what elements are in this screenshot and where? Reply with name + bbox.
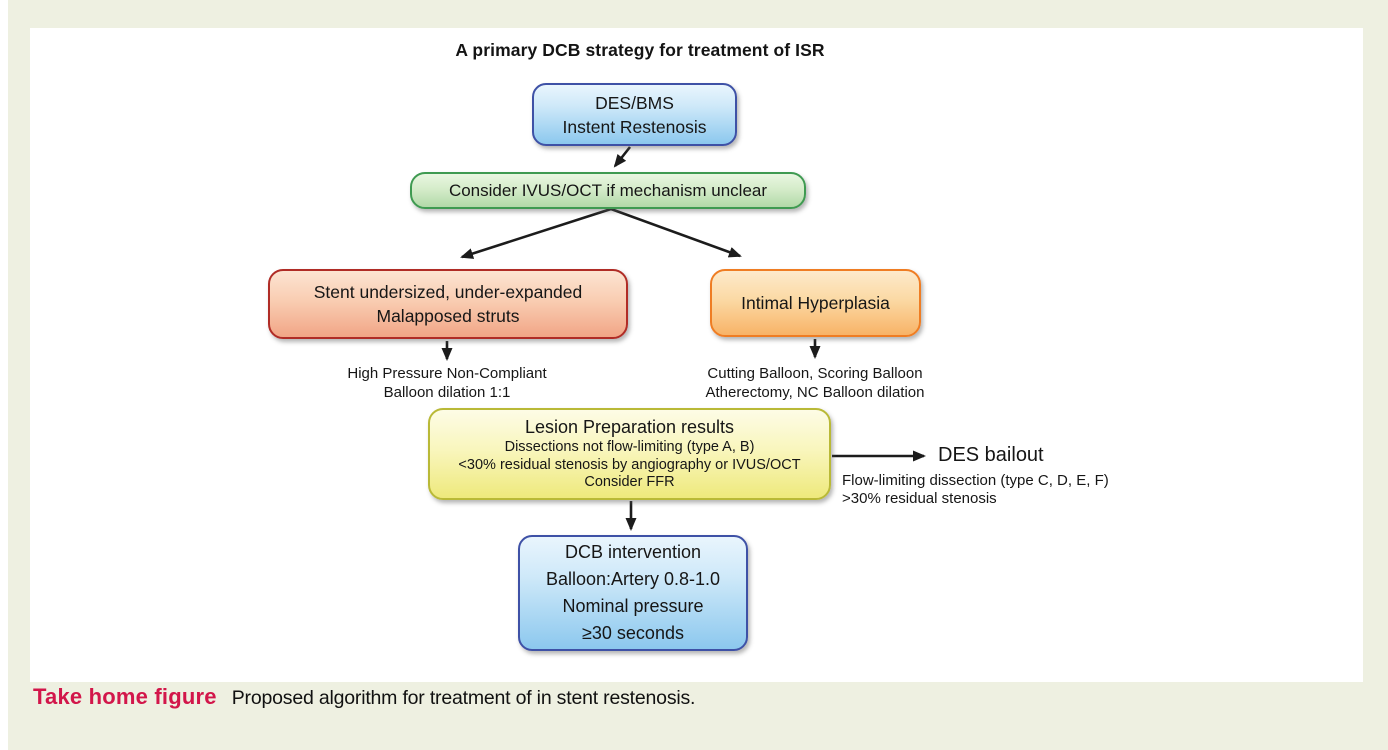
node-des-bms: DES/BMS Instent Restenosis	[532, 83, 737, 146]
des-bailout-criteria: >30% residual stenosis	[842, 490, 997, 507]
node-line: Malapposed struts	[376, 306, 520, 326]
node-line: <30% residual stenosis by angiography or…	[458, 456, 801, 473]
annotation-line: Atherectomy, NC Balloon dilation	[705, 383, 925, 401]
node-stent-undersized: Stent undersized, under-expanded Malappo…	[268, 269, 628, 339]
arrow-ivus-to-intimal-hyperplasia	[610, 207, 742, 258]
annotation-line: High Pressure Non-Compliant	[347, 365, 547, 382]
node-line: Instent Restenosis	[562, 116, 707, 137]
node-line: Consider IVUS/OCT if mechanism unclear	[448, 180, 768, 200]
des-bailout-criteria: Flow-limiting dissection (type C, D, E, …	[842, 472, 1109, 489]
node-lesion-preparation: Lesion Preparation results Dissections n…	[428, 408, 831, 500]
caption-label: Take home figure	[33, 684, 217, 709]
annotation-high-pressure: High Pressure Non-Compliant Balloon dila…	[297, 365, 597, 402]
node-line: ≥30 seconds	[582, 623, 684, 643]
arrow-desbms-to-ivus	[613, 146, 632, 168]
node-line: Balloon:Artery 0.8-1.0	[545, 569, 721, 589]
node-line: Lesion Preparation results	[524, 417, 735, 438]
annotation-line: Balloon dilation 1:1	[383, 383, 511, 401]
node-consider-ivus-oct: Consider IVUS/OCT if mechanism unclear	[410, 172, 806, 209]
caption-text: Proposed algorithm for treatment of in s…	[231, 687, 696, 709]
node-line: DES/BMS	[595, 92, 674, 113]
node-line: Stent undersized, under-expanded	[313, 282, 583, 302]
node-line: Nominal pressure	[562, 596, 704, 616]
figure-canvas: A primary DCB strategy for treatment of …	[30, 28, 1363, 682]
figure-caption: Take home figure Proposed algorithm for …	[33, 684, 695, 710]
arrow-ivus-to-stent-undersized	[460, 207, 612, 259]
figure-title: A primary DCB strategy for treatment of …	[455, 40, 825, 60]
node-line: Consider FFR	[584, 474, 675, 491]
annotation-line: Cutting Balloon, Scoring Balloon	[707, 365, 923, 382]
node-line: Dissections not flow-limiting (type A, B…	[504, 439, 755, 456]
node-line: Intimal Hyperplasia	[741, 293, 890, 313]
node-intimal-hyperplasia: Intimal Hyperplasia	[710, 269, 921, 337]
node-dcb-intervention: DCB intervention Balloon:Artery 0.8-1.0 …	[518, 535, 748, 651]
node-line: DCB intervention	[564, 542, 702, 562]
des-bailout-label: DES bailout	[938, 444, 1044, 466]
annotation-cutting-balloon: Cutting Balloon, Scoring Balloon Atherec…	[665, 365, 965, 402]
